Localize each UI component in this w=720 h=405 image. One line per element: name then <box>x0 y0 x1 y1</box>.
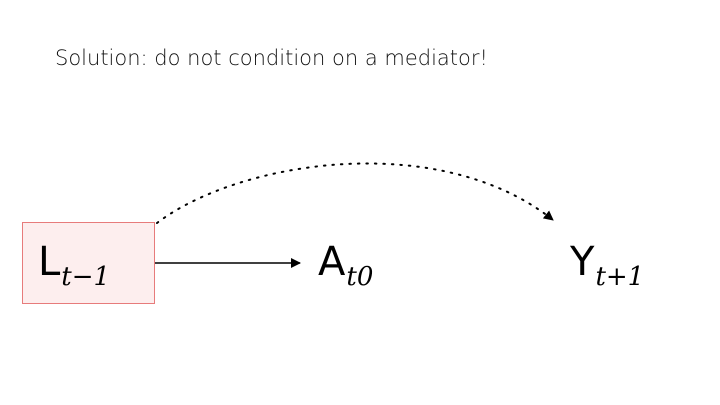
node-a: At0 <box>318 239 373 290</box>
node-y-main: Y <box>570 239 595 285</box>
node-a-main: A <box>318 239 346 285</box>
edge-l-to-y-dotted <box>156 162 554 224</box>
node-l: Lt−1 <box>38 239 110 290</box>
slide-title: Solution: do not condition on a mediator… <box>55 46 488 70</box>
node-l-main: L <box>38 239 61 285</box>
node-y-sub: t+1 <box>595 262 645 292</box>
node-l-sub: t−1 <box>61 262 111 292</box>
conditioned-node-box <box>22 222 155 304</box>
node-y: Yt+1 <box>570 239 644 290</box>
node-a-sub: t0 <box>346 262 374 292</box>
